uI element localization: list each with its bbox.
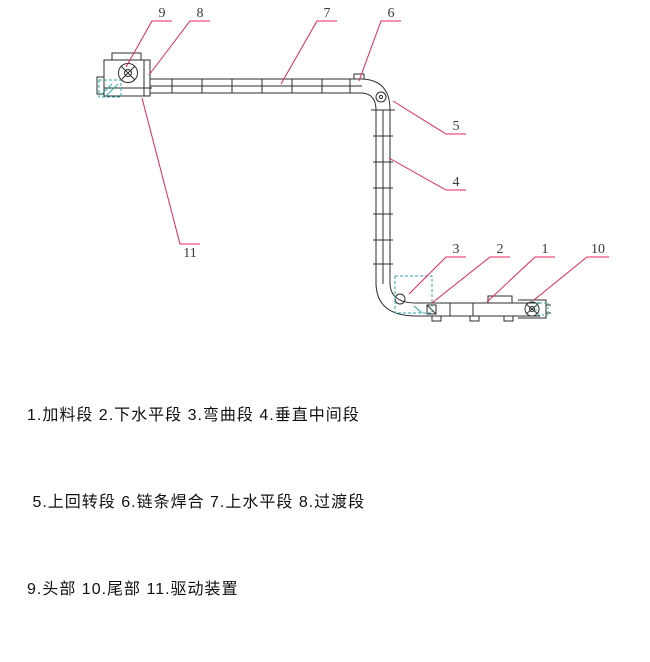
top-horizontal-section [150, 78, 362, 94]
callout-leader-7 [280, 20, 337, 85]
callout-leader-2 [431, 256, 510, 304]
legend-line-2: 5.上回转段 6.链条焊合 7.上水平段 8.过渡段 [27, 494, 366, 511]
callout-label-10: 10 [591, 242, 605, 257]
upper-turn-section [353, 73, 395, 111]
callout-label-6: 6 [388, 6, 395, 21]
callout-label-8: 8 [197, 6, 204, 21]
teal-detail-layer [98, 79, 549, 316]
legend-block: 1.加料段 2.下水平段 3.弯曲段 4.垂直中间段 5.上回转段 6.链条焊合… [27, 343, 365, 662]
callout-label-7: 7 [324, 6, 331, 21]
callout-leader-8 [148, 20, 210, 76]
callout-leader-10 [533, 256, 609, 301]
callout-leader-4 [388, 157, 466, 191]
conveyor-diagram: 9 8 7 6 5 4 3 2 1 10 11 [96, 6, 609, 322]
callout-leader-1 [486, 256, 555, 303]
lower-bend-section [375, 283, 417, 317]
legend-line-3: 9.头部 10.尾部 11.驱动装置 [27, 581, 239, 598]
callout-label-1: 1 [542, 242, 549, 257]
callout-leader-6 [358, 20, 401, 82]
vertical-middle-section [373, 110, 393, 284]
callout-leader-11 [141, 97, 200, 245]
callout-layer: 9 8 7 6 5 4 3 2 1 10 11 [125, 6, 609, 304]
bottom-horizontal-section [416, 295, 540, 322]
callout-label-5: 5 [453, 119, 460, 134]
callout-label-2: 2 [497, 242, 504, 257]
legend-line-1: 1.加料段 2.下水平段 3.弯曲段 4.垂直中间段 [27, 407, 360, 424]
callout-leader-3 [408, 256, 466, 295]
head-assembly [96, 52, 152, 97]
callout-label-4: 4 [453, 175, 460, 190]
callout-leader-9 [125, 20, 172, 68]
tail-assembly [518, 299, 551, 319]
callout-label-3: 3 [453, 242, 460, 257]
callout-label-11: 11 [183, 246, 196, 261]
callout-leader-5 [392, 100, 466, 135]
callout-label-9: 9 [159, 6, 166, 21]
drawing-canvas: 9 8 7 6 5 4 3 2 1 10 11 1.加料段 2.下水平段 3.弯曲段 4.垂直中间段… [27, 6, 609, 598]
